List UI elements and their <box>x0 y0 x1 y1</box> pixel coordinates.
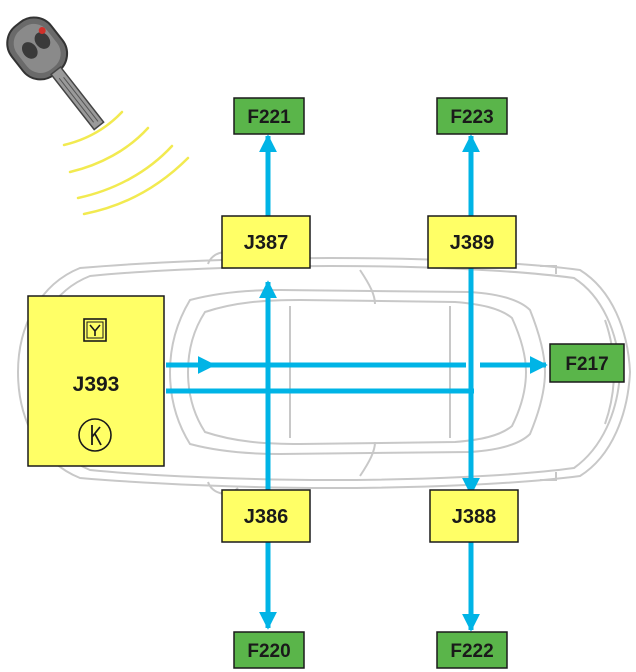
control-unit-rear-left: J386 <box>221 489 311 543</box>
sensor-rear-right: F222 <box>436 631 508 669</box>
antenna-icon <box>83 318 107 342</box>
sensor-rear-left: F220 <box>233 631 305 669</box>
control-unit-rear-right-label: J388 <box>452 506 497 528</box>
control-unit-front-right: J389 <box>427 215 517 269</box>
alarm-horn-icon <box>78 418 112 452</box>
bus-lines <box>166 134 548 632</box>
sensor-front-left: F221 <box>233 97 305 135</box>
central-unit-label: J393 <box>73 373 120 396</box>
sensor-trunk: F217 <box>549 343 625 383</box>
sensor-front-right: F223 <box>436 97 508 135</box>
sensor-rear-right-label: F222 <box>450 641 493 662</box>
car-key-icon <box>6 16 105 131</box>
radio-waves-icon <box>62 110 190 216</box>
sensor-front-right-label: F223 <box>450 107 493 128</box>
sensor-rear-left-label: F220 <box>247 641 290 662</box>
sensor-trunk-label: F217 <box>565 354 608 375</box>
control-unit-rear-right: J388 <box>429 489 519 543</box>
control-unit-front-right-label: J389 <box>450 232 495 254</box>
control-unit-front-left: J387 <box>221 215 311 269</box>
control-unit-rear-left-label: J386 <box>244 506 289 528</box>
central-control-unit: J393 <box>27 295 165 467</box>
control-unit-front-left-label: J387 <box>244 232 289 254</box>
sensor-front-left-label: F221 <box>247 107 291 128</box>
